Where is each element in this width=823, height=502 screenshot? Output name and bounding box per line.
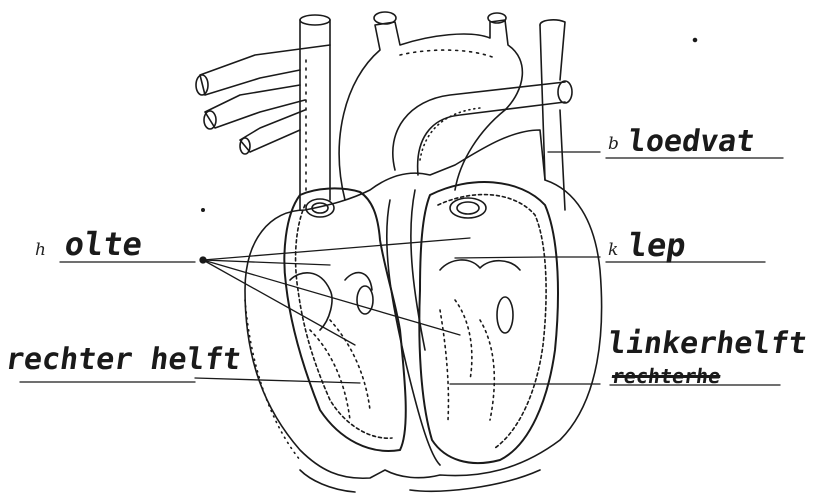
label-letter-k: k <box>608 240 618 260</box>
stray-dot <box>694 39 697 42</box>
stray-dot <box>202 209 204 211</box>
answer-left-half: linkerhelft <box>606 326 810 361</box>
answer-right-half: rechter helft <box>4 342 244 377</box>
pulmonary-veins <box>196 45 330 154</box>
crossed-out-text: rechterhe <box>610 364 722 388</box>
answer-b: loedvat <box>626 124 757 159</box>
descending-aorta <box>540 20 565 210</box>
vena-cava <box>300 15 330 210</box>
label-letter-b: b <box>608 134 619 154</box>
aorta <box>339 12 522 200</box>
label-letter-h: h <box>35 240 46 260</box>
answer-k: lep <box>625 226 688 264</box>
heart-outline <box>245 130 602 492</box>
answer-h: olte <box>62 225 144 263</box>
leader-lines <box>195 152 600 384</box>
